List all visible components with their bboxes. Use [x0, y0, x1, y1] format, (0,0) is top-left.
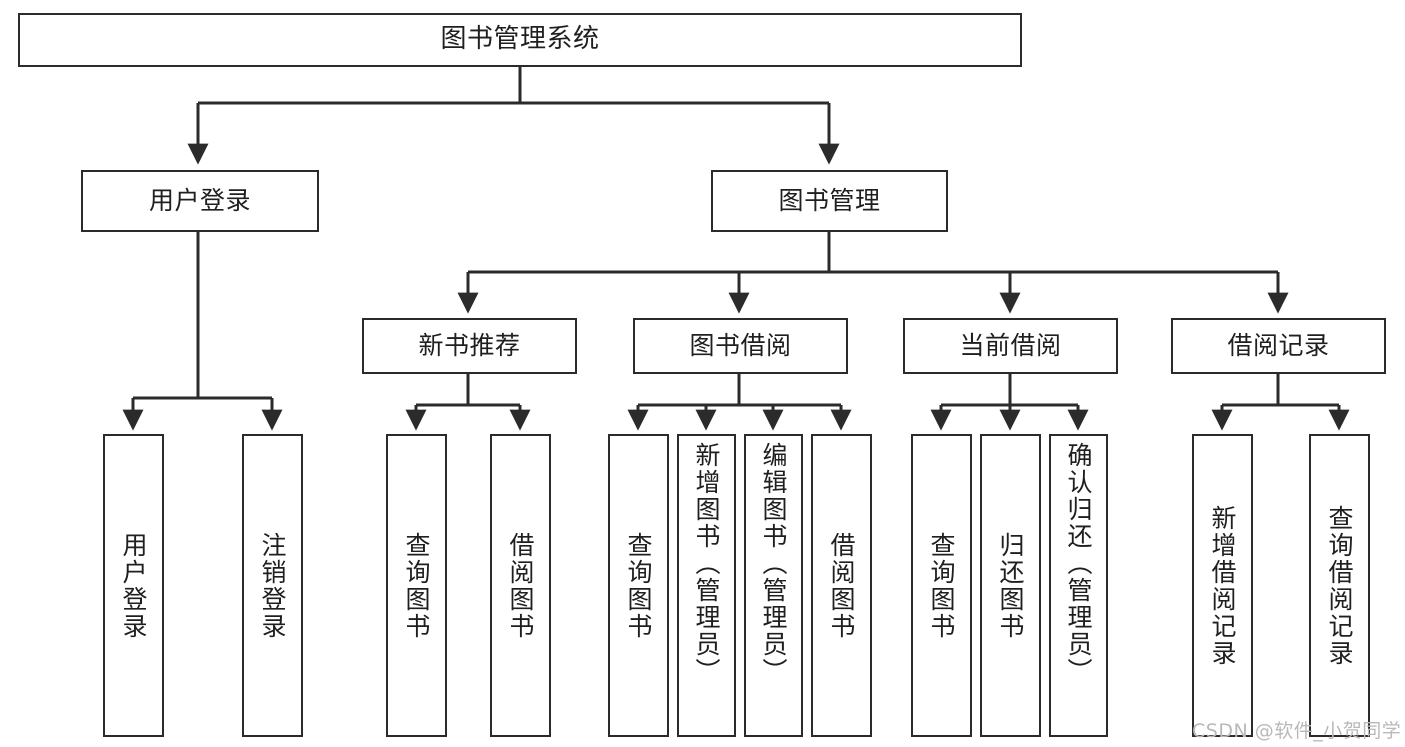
node-leaf-borrow-book-2[interactable]: 借阅图书: [811, 434, 872, 737]
node-leaf-query-book-3[interactable]: 查询图书: [911, 434, 972, 737]
node-borrow-record[interactable]: 借阅记录: [1171, 318, 1386, 374]
node-leaf-borrow-book-1[interactable]: 借阅图书: [490, 434, 551, 737]
node-new-book-rec[interactable]: 新书推荐: [362, 318, 577, 374]
node-current-borrow-label: 当前借阅: [959, 330, 1062, 360]
node-leaf-borrow-book-2-label: 借阅图书: [827, 531, 856, 640]
node-leaf-edit-book[interactable]: 编辑图书（管理员）: [744, 434, 803, 737]
node-leaf-add-book-label: 新增图书（管理员）: [692, 442, 721, 685]
node-leaf-edit-book-label: 编辑图书（管理员）: [759, 442, 788, 685]
node-leaf-query-record-label: 查询借阅记录: [1325, 504, 1354, 667]
node-leaf-confirm-return-label: 确认归还（管理员）: [1064, 442, 1093, 685]
node-new-book-rec-label: 新书推荐: [418, 330, 521, 360]
node-current-borrow[interactable]: 当前借阅: [903, 318, 1118, 374]
node-leaf-query-book-2[interactable]: 查询图书: [608, 434, 669, 737]
node-leaf-confirm-return[interactable]: 确认归还（管理员）: [1049, 434, 1108, 737]
node-leaf-return-book-label: 归还图书: [996, 531, 1025, 640]
node-leaf-return-book[interactable]: 归还图书: [980, 434, 1041, 737]
node-leaf-user-login[interactable]: 用户登录: [103, 434, 164, 737]
node-leaf-borrow-book-1-label: 借阅图书: [506, 531, 535, 640]
node-book-manage-label: 图书管理: [778, 185, 881, 215]
node-leaf-query-book-1-label: 查询图书: [402, 531, 431, 640]
node-root-label: 图书管理系统: [440, 24, 600, 55]
node-user-login-label: 用户登录: [148, 185, 251, 215]
node-leaf-add-record-label: 新增借阅记录: [1208, 504, 1237, 667]
node-borrow-record-label: 借阅记录: [1227, 330, 1330, 360]
node-leaf-query-book-3-label: 查询图书: [927, 531, 956, 640]
node-book-borrow[interactable]: 图书借阅: [633, 318, 848, 374]
node-book-borrow-label: 图书借阅: [689, 330, 792, 360]
node-leaf-logout[interactable]: 注销登录: [242, 434, 303, 737]
node-leaf-add-book[interactable]: 新增图书（管理员）: [677, 434, 736, 737]
node-leaf-add-record[interactable]: 新增借阅记录: [1192, 434, 1253, 737]
node-leaf-query-book-2-label: 查询图书: [624, 531, 653, 640]
node-book-manage[interactable]: 图书管理: [711, 170, 948, 232]
csdn-watermark: CSDN @软件_小贺同学: [1192, 720, 1402, 742]
node-leaf-query-book-1[interactable]: 查询图书: [386, 434, 447, 737]
node-leaf-logout-label: 注销登录: [258, 531, 287, 640]
node-user-login[interactable]: 用户登录: [81, 170, 319, 232]
node-leaf-query-record[interactable]: 查询借阅记录: [1309, 434, 1370, 737]
node-leaf-user-login-label: 用户登录: [119, 531, 148, 640]
node-root[interactable]: 图书管理系统: [18, 13, 1022, 67]
